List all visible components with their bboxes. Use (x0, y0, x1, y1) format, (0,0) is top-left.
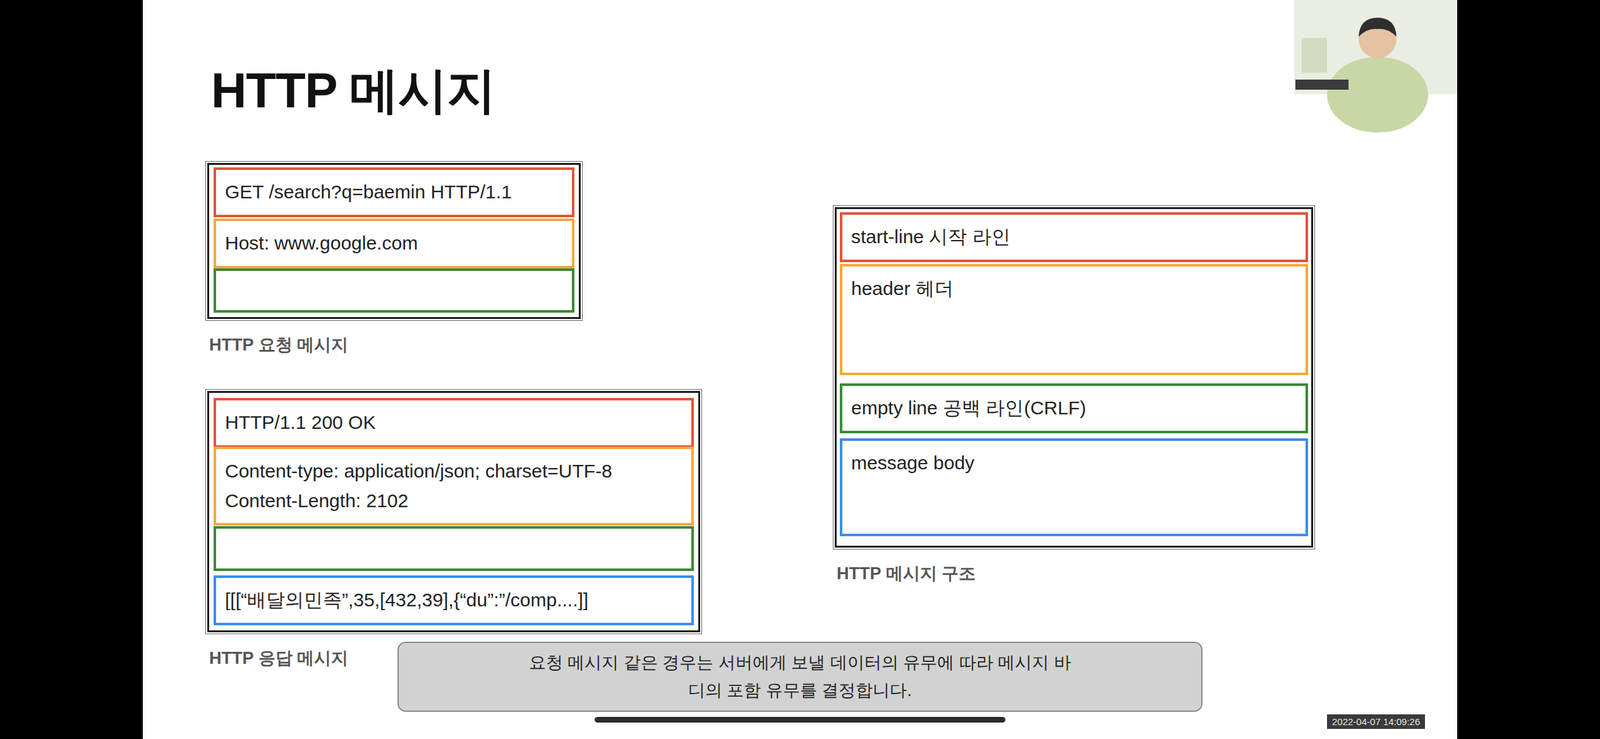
slide-title: HTTP 메시지 (211, 58, 496, 125)
message-part-box: Host: www.google.com (213, 218, 575, 269)
message-line-text: empty line 공백 라인(CRLF) (851, 393, 1297, 424)
message-part-box: empty line 공백 라인(CRLF) (839, 383, 1309, 434)
message-part-box: start-line 시작 라인 (839, 212, 1309, 263)
caption-panel (398, 642, 1202, 712)
message-part-box: Content-type: application/json; charset=… (213, 446, 694, 526)
message-line-text: HTTP/1.1 200 OK (224, 408, 683, 438)
frame-heading: HTTP 요청 메시지 (209, 333, 349, 357)
empty-line-box (213, 268, 575, 313)
webcam-name-strip (1295, 79, 1349, 90)
message-line-text: header 헤더 (851, 274, 1297, 304)
empty-line-box (213, 526, 694, 572)
person-hair (1358, 17, 1397, 37)
frame-heading: HTTP 응답 메시지 (209, 647, 349, 670)
message-line-text: GET /search?q=baemin HTTP/1.1 (224, 177, 564, 208)
subtitle-box: 요청 메시지 같은 경우는 서버에게 보낼 데이터의 유무에 따라 메시지 바디… (398, 642, 1202, 712)
message-line-text: start-line 시작 라인 (851, 222, 1297, 253)
message-line-text: message body (851, 448, 1297, 479)
webcam-thumbnail (1294, 0, 1458, 133)
message-line-text: Content-type: application/json; charset=… (224, 456, 683, 487)
message-part-box: message body (839, 438, 1309, 537)
message-part-box: [[[“배달의민족”,35,[432,39],{“du”:”/comp....]… (213, 575, 694, 626)
message-part-box: GET /search?q=baemin HTTP/1.1 (213, 167, 575, 218)
message-frame: HTTP 응답 메시지HTTP/1.1 200 OKContent-type: … (207, 391, 701, 633)
message-frame: HTTP 메시지 구조start-line 시작 라인header 헤더empt… (834, 207, 1314, 548)
home-indicator (594, 717, 1006, 723)
message-part-box: header 헤더 (839, 264, 1309, 376)
message-line-text: Host: www.google.com (224, 228, 564, 259)
message-line-text: Content-Length: 2102 (224, 486, 683, 517)
message-part-box: HTTP/1.1 200 OK (213, 398, 694, 449)
message-line-text: [[[“배달의민족”,35,[432,39],{“du”:”/comp....]… (224, 585, 683, 616)
message-frame: HTTP 요청 메시지GET /search?q=baemin HTTP/1.1… (207, 163, 581, 320)
slide-area (142, 0, 1458, 739)
frame-heading: HTTP 메시지 구조 (836, 562, 976, 586)
person-body (1327, 56, 1429, 133)
webcam-plant (1301, 37, 1328, 73)
subtitle-text: 요청 메시지 같은 경우는 서버에게 보낼 데이터의 유무에 따라 메시지 바디… (521, 649, 1079, 704)
timestamp: 2022-04-07 14:09:26 (1327, 714, 1425, 730)
